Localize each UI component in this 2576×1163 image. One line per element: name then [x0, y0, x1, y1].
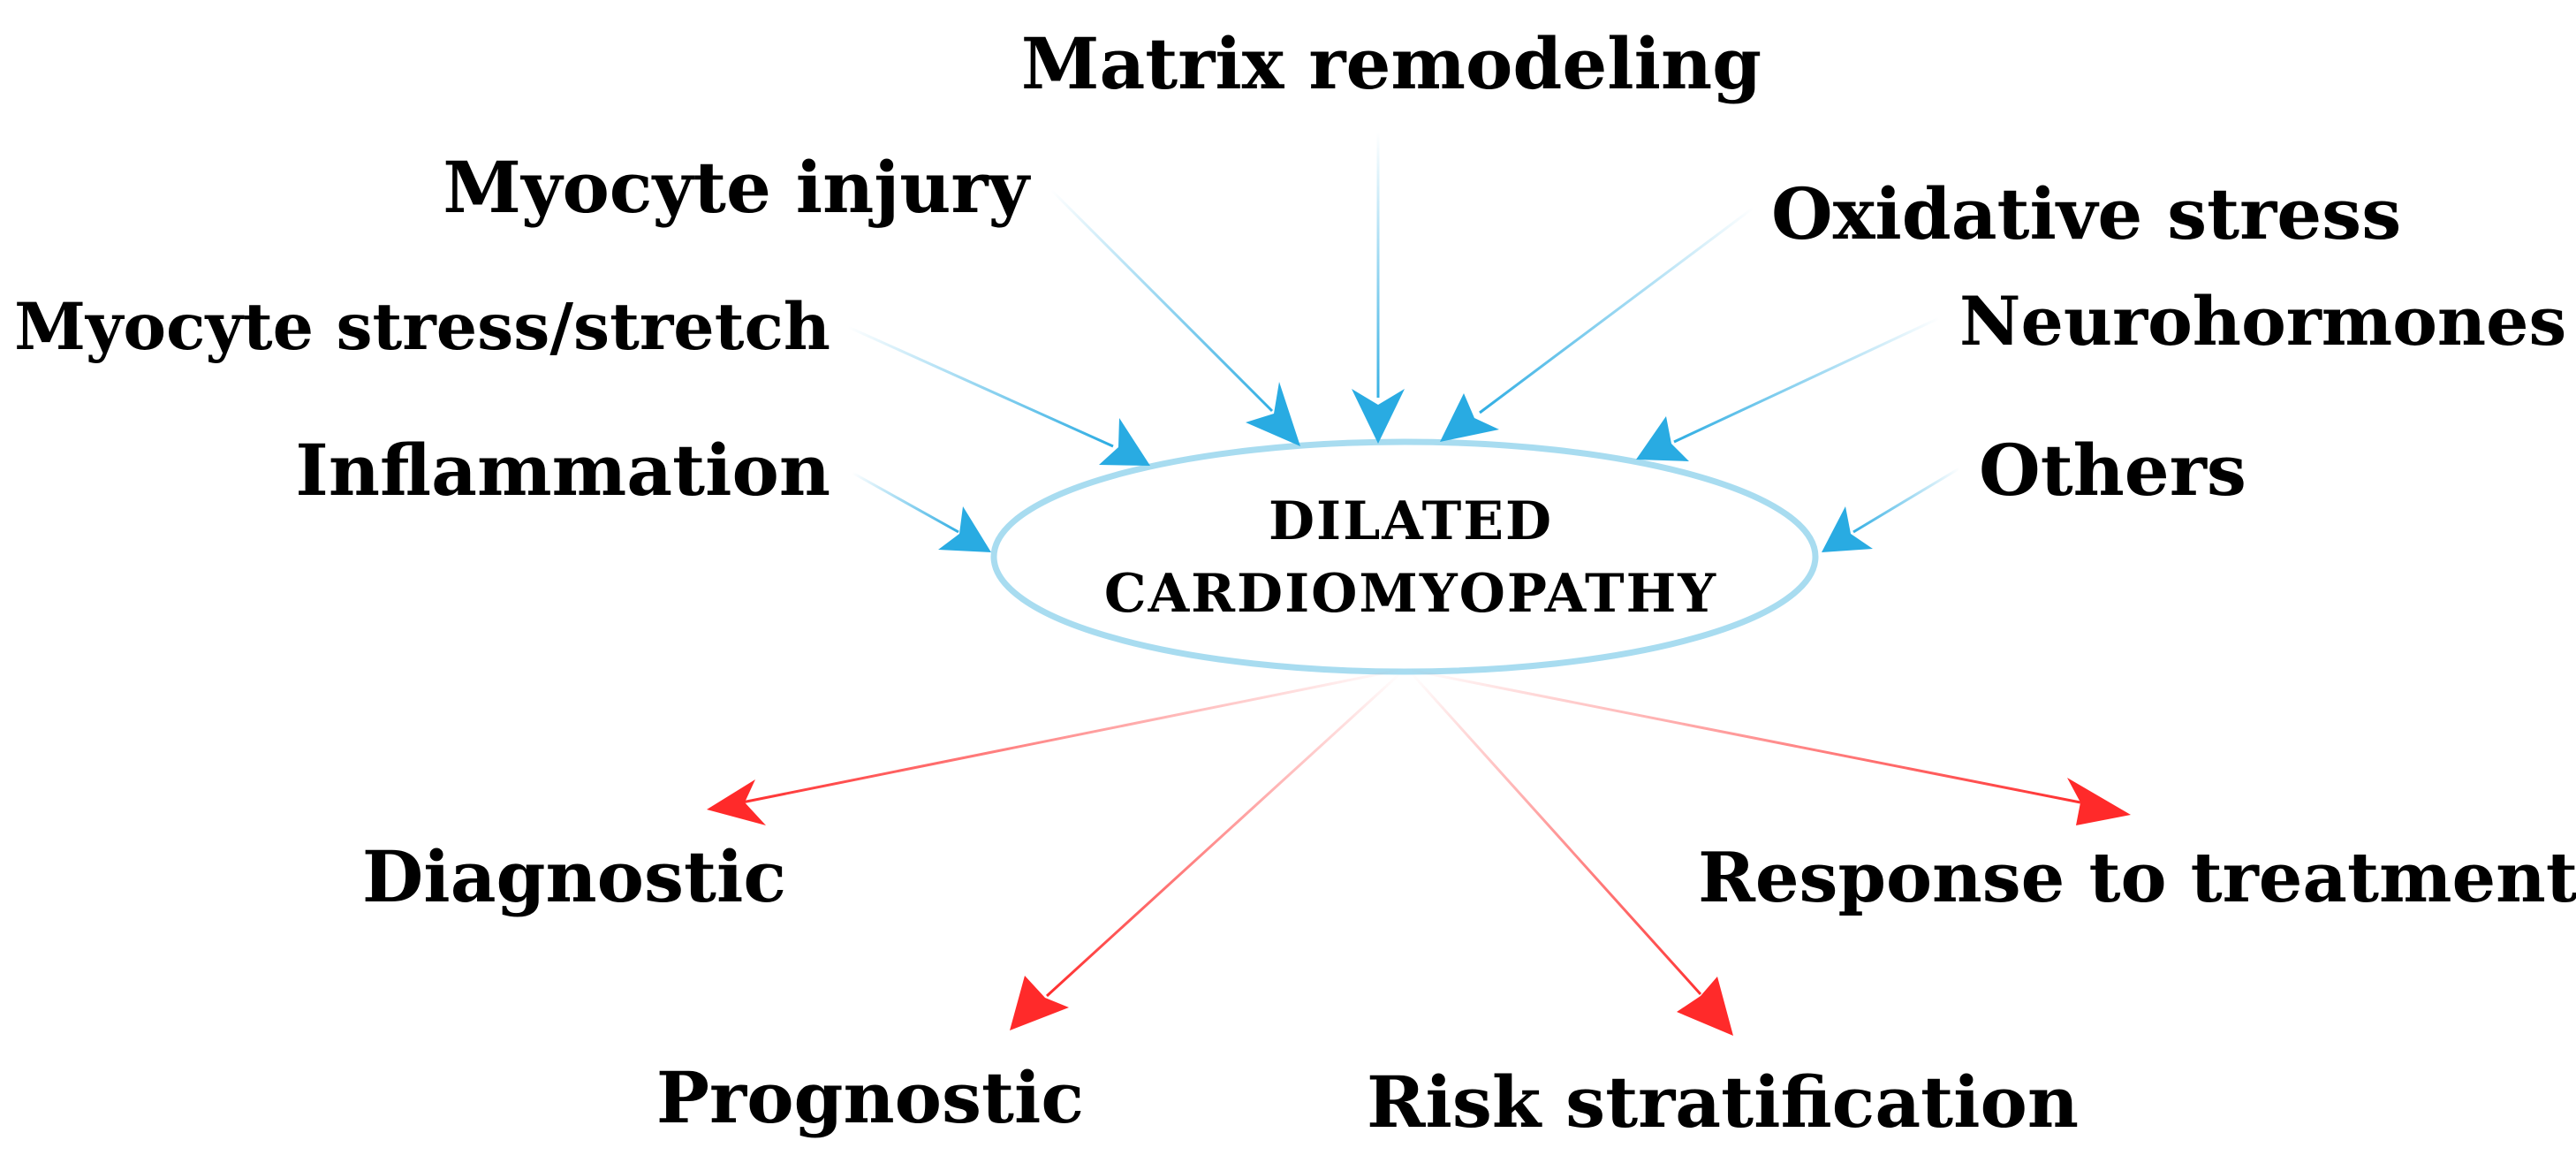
- arrow-myocyte-stress-stretch: [847, 325, 1150, 466]
- label-response-to-treatment: Response to treatment: [1698, 838, 2576, 918]
- center-title-line1: DILATED: [1269, 490, 1553, 552]
- label-myocyte-injury: Myocyte injury: [443, 146, 1031, 229]
- label-prognostic: Prognostic: [656, 1056, 1084, 1139]
- label-oxidative-stress: Oxidative stress: [1771, 172, 2401, 255]
- label-risk-stratification: Risk stratification: [1367, 1060, 2079, 1144]
- label-neurohormones: Neurohormones: [1959, 282, 2566, 361]
- arrow-myocyte-injury: [1049, 188, 1300, 446]
- label-inflammation: Inflammation: [295, 429, 830, 512]
- center-ellipse: [990, 438, 1819, 675]
- arrow-response-to-treatment: [1408, 668, 2131, 825]
- arrow-oxidative-stress: [1440, 206, 1754, 442]
- label-diagnostic: Diagnostic: [362, 835, 786, 918]
- arrow-matrix-remodeling: [1352, 133, 1405, 444]
- label-others: Others: [1979, 429, 2246, 512]
- arrow-prognostic: [1010, 672, 1402, 1030]
- label-matrix-remodeling: Matrix remodeling: [1021, 22, 1762, 105]
- label-myocyte-stress-stretch: Myocyte stress/stretch: [14, 289, 830, 365]
- arrow-diagnostic: [707, 668, 1401, 825]
- arrow-inflammation: [852, 471, 991, 552]
- center-title-line2: CARDIOMYOPATHY: [1104, 563, 1717, 625]
- arrow-risk-stratification: [1410, 672, 1733, 1036]
- arrow-neurohormones: [1636, 316, 1940, 461]
- arrow-others: [1822, 467, 1960, 552]
